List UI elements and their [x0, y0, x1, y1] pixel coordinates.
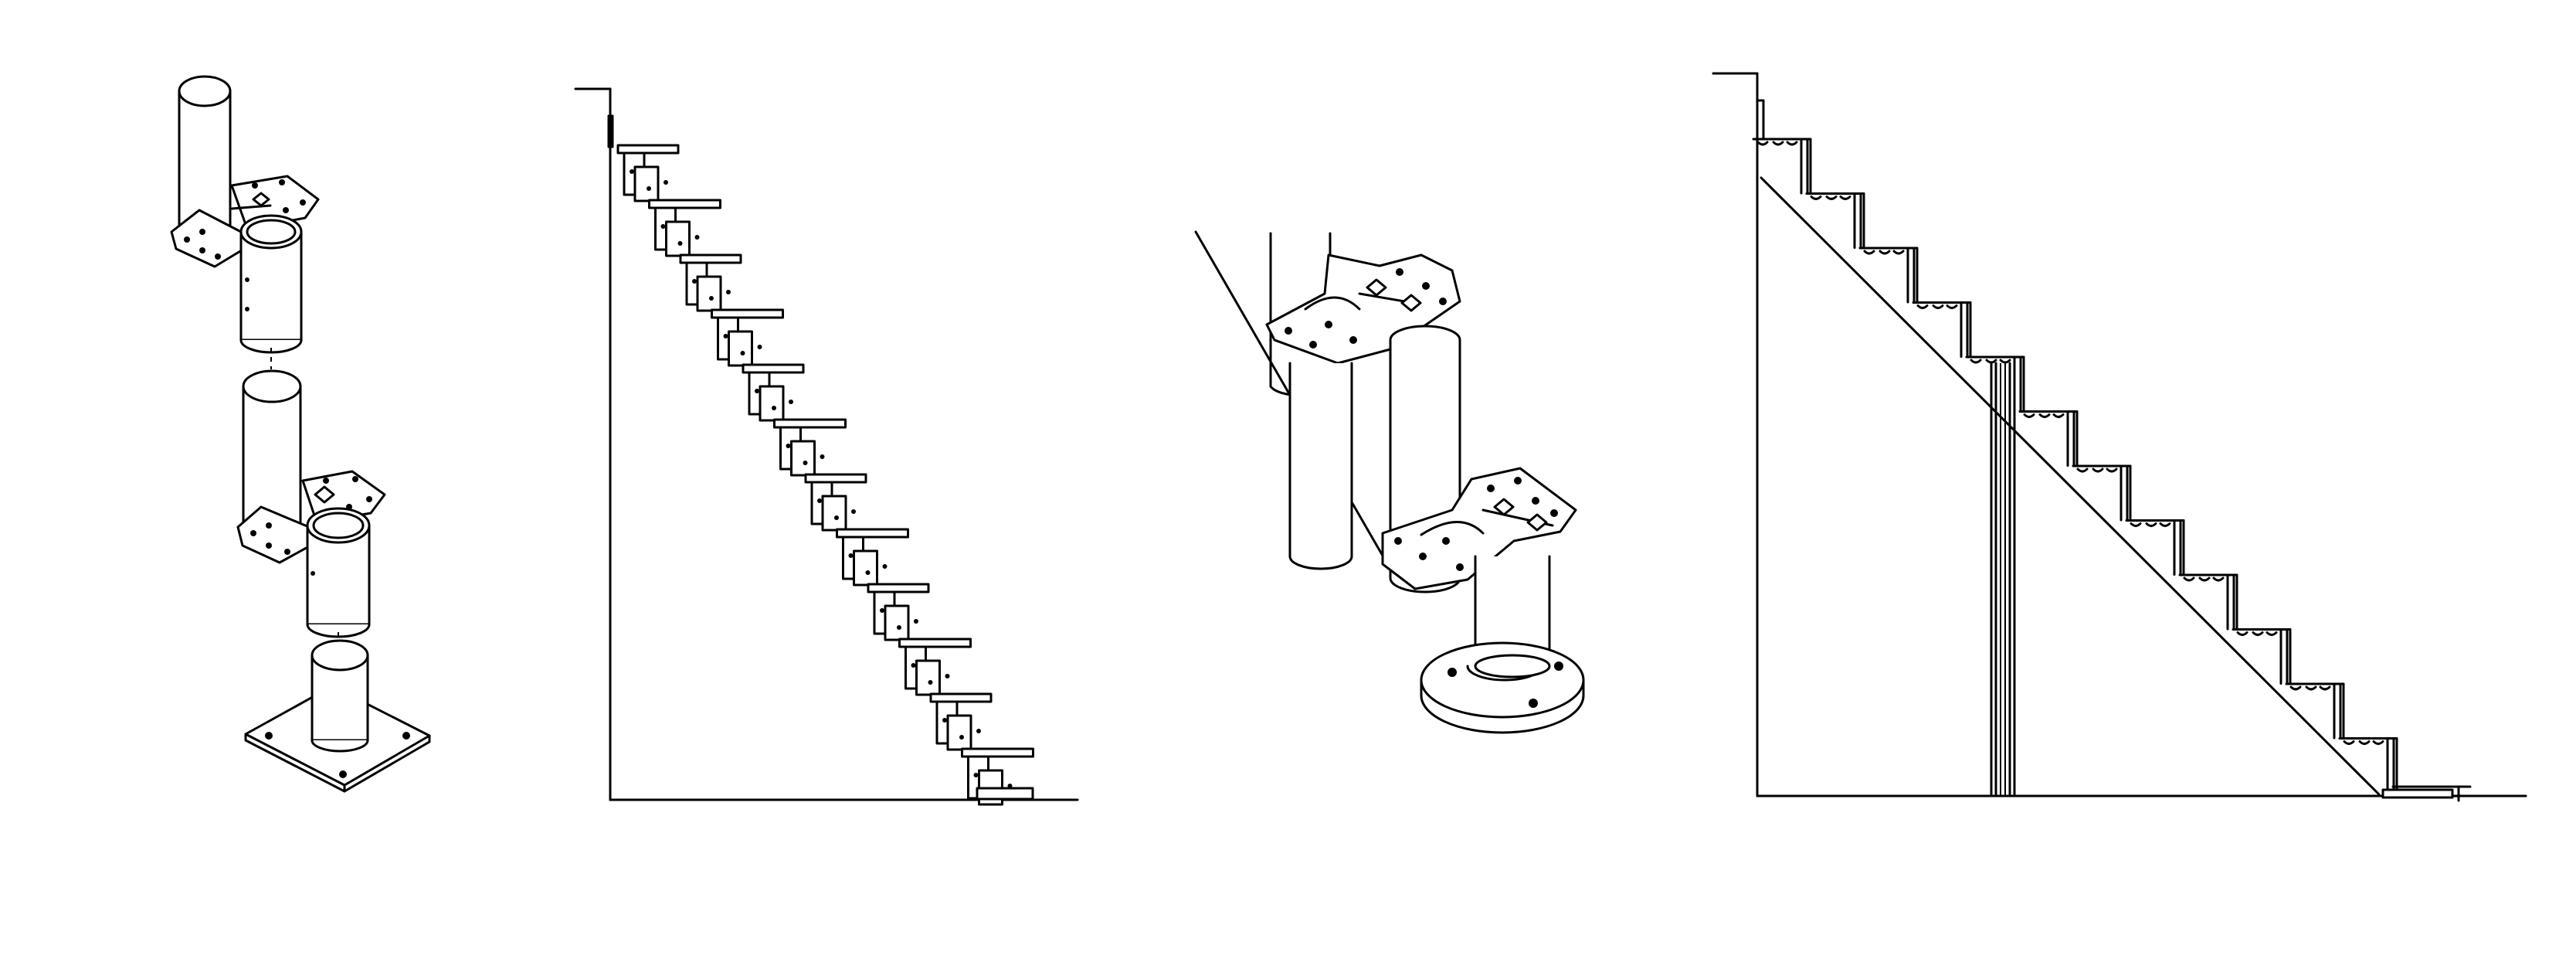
base-module — [244, 639, 431, 793]
steps-group — [1752, 138, 2472, 802]
bracket-plate-icon — [170, 209, 246, 268]
tube-icon — [242, 369, 302, 535]
step-icon — [2338, 737, 2398, 794]
tread-icon — [867, 583, 930, 641]
step-icon — [2232, 628, 2292, 685]
tread-icon — [616, 144, 680, 202]
tread-icon — [898, 638, 972, 696]
tread-icon — [711, 308, 784, 367]
stringer-line — [1760, 176, 2381, 796]
treads-group — [616, 144, 1034, 806]
tread-icon — [773, 418, 847, 477]
bracket-plate-icon — [230, 175, 320, 230]
step-icon — [1752, 138, 1812, 195]
tread-icon — [648, 199, 721, 257]
base-plate-icon — [976, 787, 1034, 801]
tube-icon — [178, 75, 232, 233]
side-elevation-2 — [1712, 72, 2527, 802]
base-plate-icon — [2381, 788, 2454, 799]
flange-icon — [1420, 641, 1585, 734]
step-icon — [1858, 247, 1919, 304]
step-icon — [2072, 464, 2132, 522]
post-icon — [1990, 362, 2016, 797]
tread-icon — [836, 528, 909, 587]
tube-icon — [306, 507, 371, 638]
side-elevation-1 — [574, 87, 1079, 806]
step-icon — [2391, 785, 2472, 802]
step-icon — [1805, 192, 1865, 249]
step-icon — [2125, 519, 2185, 576]
tube-icon — [239, 214, 303, 354]
upper-module — [170, 75, 320, 354]
step-icon — [2018, 410, 2079, 467]
tube-icon — [311, 639, 369, 753]
middle-module — [236, 369, 386, 638]
bracket-plate-icon — [1265, 253, 1461, 365]
tread-icon — [929, 692, 993, 751]
step-icon — [2285, 682, 2345, 740]
bracket-plate-icon — [1381, 467, 1577, 590]
step-icon — [2178, 573, 2238, 631]
tread-icon — [804, 473, 867, 532]
tread-icon — [679, 253, 742, 312]
exploded-column-view — [170, 75, 431, 793]
step-icon — [1912, 301, 1972, 358]
joint-detail-view — [1194, 230, 1585, 734]
tread-icon — [742, 363, 805, 422]
